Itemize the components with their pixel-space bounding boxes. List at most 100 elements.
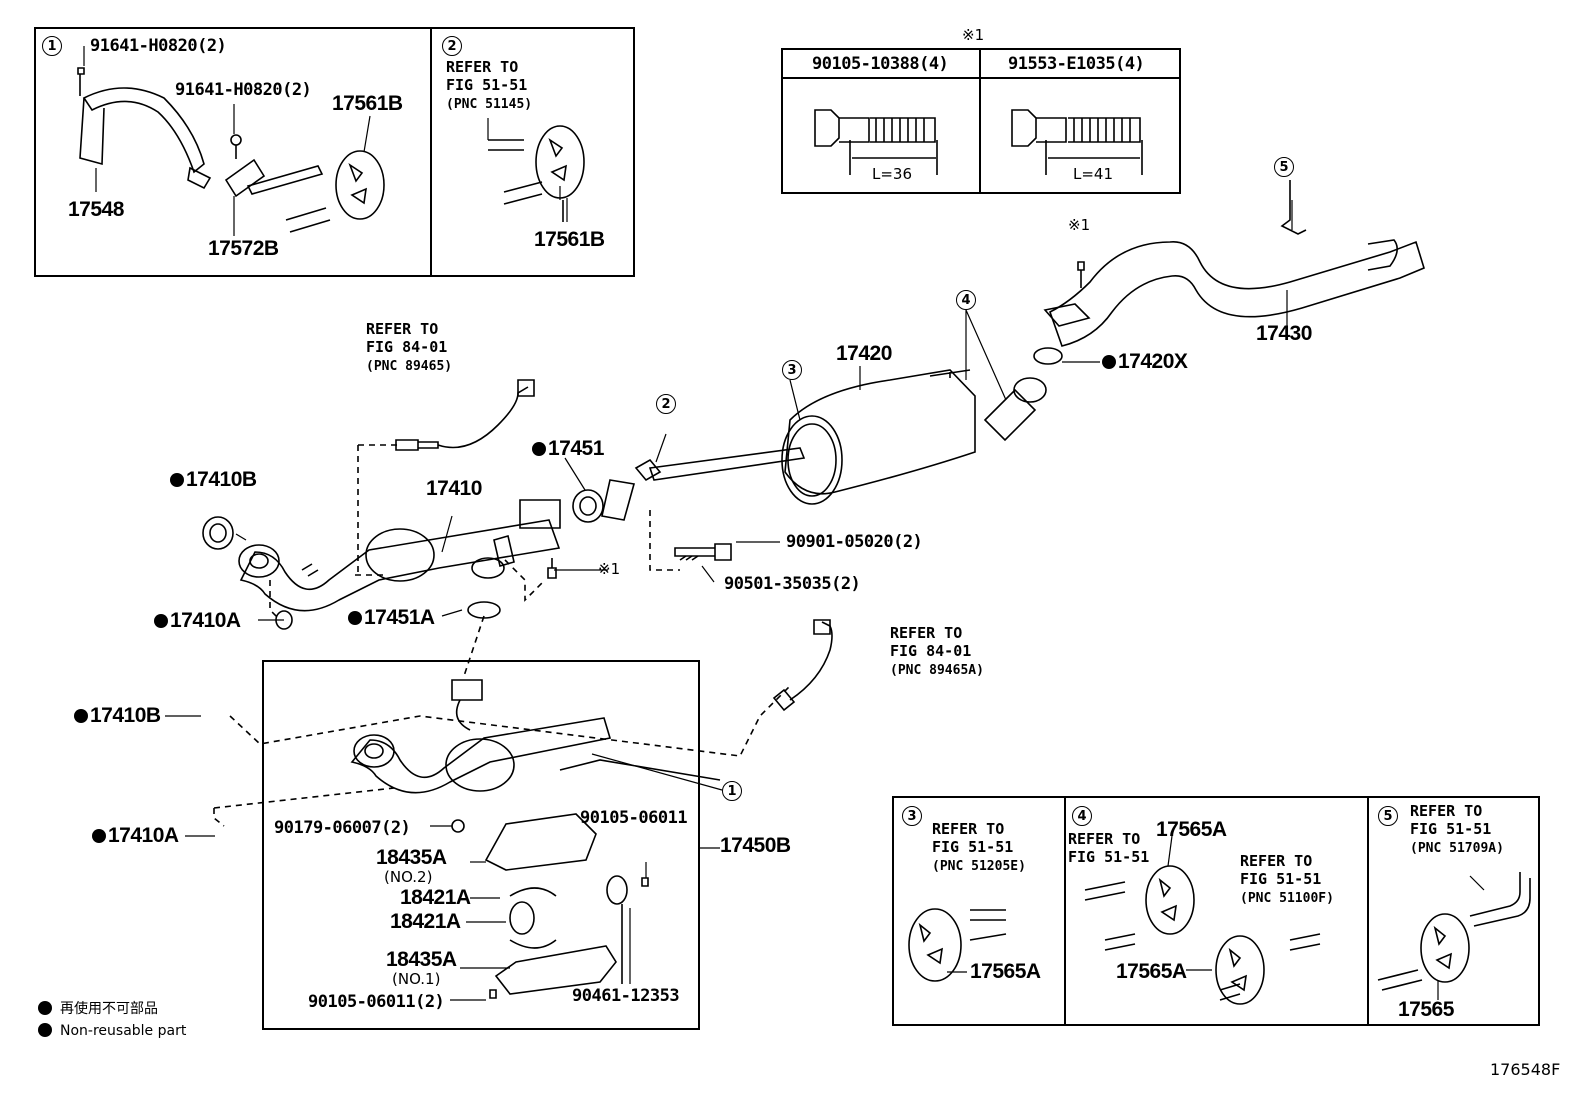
legend-dot <box>38 1023 52 1037</box>
inset-divider-3-4 <box>1064 796 1066 1026</box>
front-pipe-art <box>202 479 732 630</box>
part-17420X-text: 17420X <box>1118 350 1188 373</box>
ref-line2: FIG 84-01 <box>890 642 972 660</box>
legend-japanese: 再使用不可部品 <box>38 998 158 1018</box>
callout-3[interactable]: 3 <box>782 360 802 380</box>
inset-4-reference-right[interactable]: REFER TO FIG 51-51 (PNC 51100F) <box>1240 852 1334 908</box>
part-label-17572B[interactable]: 17572B <box>208 237 279 260</box>
inset-3-number: 3 <box>902 806 922 826</box>
part-label-17410[interactable]: 17410 <box>426 477 482 500</box>
bolt-table <box>781 48 1181 194</box>
lower-assembly-art <box>350 679 721 999</box>
tailpipe-art <box>1033 180 1425 365</box>
part-label-90105-06011-b[interactable]: 90105-06011(2) <box>308 992 445 1012</box>
part-label-17565A-inset3[interactable]: 17565A <box>970 960 1041 983</box>
ref-pnc: (PNC 51145) <box>446 97 533 112</box>
part-label-17565A-inset4-top[interactable]: 17565A <box>1156 818 1227 841</box>
inset2-art <box>488 125 585 222</box>
part-label-17565A-inset4-bottom[interactable]: 17565A <box>1116 960 1187 983</box>
assembly-17450B-box <box>262 660 700 1030</box>
non-reusable-dot <box>1102 355 1116 369</box>
bolt-table-divider <box>979 48 981 194</box>
ref-line2: FIG 51-51 <box>1068 848 1150 866</box>
muffler-art <box>634 369 1047 505</box>
bolt-table-header-rule <box>781 77 1181 79</box>
ref-line1: REFER TO <box>1410 802 1483 820</box>
part-label-17451[interactable]: 17451 <box>532 437 604 461</box>
inset-5-reference[interactable]: REFER TO FIG 51-51 (PNC 51709A) <box>1410 802 1504 858</box>
bolt-part-90105-10388[interactable]: 90105-10388(4) <box>812 54 949 74</box>
inset-divider-4-5 <box>1367 796 1369 1026</box>
inset-2-box <box>430 27 635 277</box>
ref-line2: FIG 51-51 <box>932 838 1014 856</box>
ref-pnc: (PNC 51205E) <box>932 859 1026 874</box>
ref-line2: FIG 84-01 <box>366 338 448 356</box>
part-label-17410B-top[interactable]: 17410B <box>170 468 257 492</box>
ref-o2-lower[interactable]: REFER TO FIG 84-01 (PNC 89465A) <box>890 624 984 680</box>
part-label-17561B-inset2[interactable]: 17561B <box>534 228 605 251</box>
inset-3-4-5-box <box>892 796 1540 1026</box>
part-label-90901-05020[interactable]: 90901-05020(2) <box>786 532 923 552</box>
callout-5[interactable]: 5 <box>1274 157 1294 177</box>
part-label-18435A-no1[interactable]: 18435A <box>386 948 457 971</box>
part-label-18421A-1[interactable]: 18421A <box>400 886 471 909</box>
callout-2[interactable]: 2 <box>656 394 676 414</box>
part-17410A-low-text: 17410A <box>108 824 179 847</box>
part-label-17450B[interactable]: 17450B <box>720 834 791 857</box>
part-label-17410A-top[interactable]: 17410A <box>154 609 241 633</box>
non-reusable-dot <box>92 829 106 843</box>
inset-5-number: 5 <box>1378 806 1398 826</box>
non-reusable-dot <box>154 614 168 628</box>
bolt-table-art <box>814 109 1143 175</box>
legend-english: Non-reusable part <box>38 1023 186 1039</box>
part-label-90105-06011-a[interactable]: 90105-06011 <box>580 808 688 828</box>
ref-line1: REFER TO <box>446 58 519 76</box>
bolt-length-36: L=36 <box>872 165 913 183</box>
part-label-17451A[interactable]: 17451A <box>348 606 435 630</box>
ref-line1: REFER TO <box>1240 852 1313 870</box>
part-label-17430[interactable]: 17430 <box>1256 322 1312 345</box>
bolt-note-marker: ※1 <box>598 560 621 578</box>
part-label-17410B-low[interactable]: 17410B <box>74 704 161 728</box>
ref-line2: FIG 51-51 <box>446 76 528 94</box>
part-label-91641-a[interactable]: 91641-H0820(2) <box>90 36 227 56</box>
part-label-17420[interactable]: 17420 <box>836 342 892 365</box>
callout-1[interactable]: 1 <box>722 781 742 801</box>
part-17451-text: 17451 <box>548 437 604 460</box>
label-no1: (NO.1) <box>392 970 441 988</box>
part-label-18421A-2[interactable]: 18421A <box>390 910 461 933</box>
bolt-part-91553-E1035[interactable]: 91553-E1035(4) <box>1008 54 1145 74</box>
part-17410A-text: 17410A <box>170 609 241 632</box>
dashed-connectors <box>213 444 791 827</box>
ref-pnc: (PNC 51709A) <box>1410 841 1504 856</box>
part-label-17410A-low[interactable]: 17410A <box>92 824 179 848</box>
non-reusable-dot <box>74 709 88 723</box>
part-label-17561B-inset1[interactable]: 17561B <box>332 92 403 115</box>
part-label-90461-12353[interactable]: 90461-12353 <box>572 986 680 1006</box>
part-label-90501-35035[interactable]: 90501-35035(2) <box>724 574 861 594</box>
figure-id: 176548F <box>1490 1060 1561 1079</box>
part-label-17565-inset5[interactable]: 17565 <box>1398 998 1454 1021</box>
part-label-17420X[interactable]: 17420X <box>1102 350 1188 374</box>
o2-sensor-art <box>395 379 833 712</box>
part-17451A-text: 17451A <box>364 606 435 629</box>
ref-o2-upper[interactable]: REFER TO FIG 84-01 (PNC 89465) <box>366 320 452 376</box>
part-label-91641-b[interactable]: 91641-H0820(2) <box>175 80 312 100</box>
callout-4[interactable]: 4 <box>956 290 976 310</box>
bolt-note-marker-top: ※1 <box>1068 216 1091 234</box>
legend-japanese-text: 再使用不可部品 <box>60 1001 158 1017</box>
inset-4-reference-left[interactable]: REFER TO FIG 51-51 <box>1068 830 1149 866</box>
part-label-17548[interactable]: 17548 <box>68 198 124 221</box>
part-17410B-text: 17410B <box>186 468 257 491</box>
part-label-18435A-no2[interactable]: 18435A <box>376 846 447 869</box>
ref-pnc: (PNC 89465) <box>366 359 453 374</box>
inset-4-number: 4 <box>1072 806 1092 826</box>
inset-2-reference[interactable]: REFER TO FIG 51-51 (PNC 51145) <box>446 58 532 114</box>
inset-2-number: 2 <box>442 36 462 56</box>
part-17410B-low-text: 17410B <box>90 704 161 727</box>
ref-pnc: (PNC 51100F) <box>1240 891 1334 906</box>
non-reusable-dot <box>532 442 546 456</box>
part-label-90179-06007[interactable]: 90179-06007(2) <box>274 818 411 838</box>
inset-3-reference[interactable]: REFER TO FIG 51-51 (PNC 51205E) <box>932 820 1026 876</box>
